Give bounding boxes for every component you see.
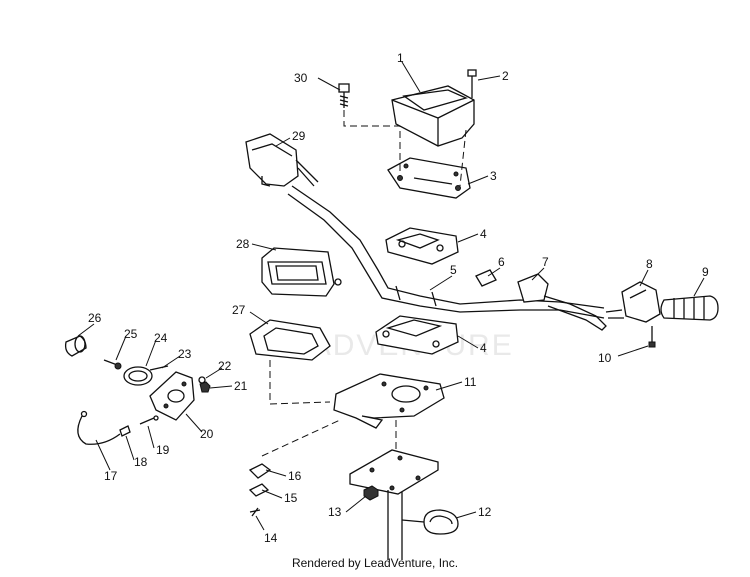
part-1-handlebar-pad bbox=[391, 85, 475, 147]
callout-2: 2 bbox=[502, 69, 509, 83]
part-18-connector bbox=[119, 425, 131, 437]
callout-28: 28 bbox=[236, 237, 250, 251]
part-25-screw bbox=[103, 359, 122, 370]
callout-26: 26 bbox=[88, 311, 102, 325]
part-11-mounting-bracket bbox=[333, 373, 445, 429]
callout-17: 17 bbox=[104, 469, 118, 483]
callout-10: 10 bbox=[598, 351, 612, 365]
callout-12: 12 bbox=[478, 505, 492, 519]
steering-post bbox=[349, 449, 439, 560]
part-13-nut bbox=[363, 485, 379, 501]
callout-9: 9 bbox=[702, 265, 709, 279]
assembly-line-bezel bbox=[269, 360, 331, 405]
part-26-cap bbox=[64, 335, 87, 357]
part-12-clamp bbox=[401, 509, 459, 535]
callout-1: 1 bbox=[397, 51, 404, 65]
callout-23: 23 bbox=[178, 347, 192, 361]
callout-24: 24 bbox=[154, 331, 168, 345]
callout-8: 8 bbox=[646, 257, 653, 271]
callout-25: 25 bbox=[124, 327, 138, 341]
part-21-nut bbox=[199, 381, 211, 393]
part-24-ring bbox=[123, 366, 153, 386]
callout-21: 21 bbox=[234, 379, 248, 393]
callout-7: 7 bbox=[542, 255, 549, 269]
part-2-screw bbox=[467, 69, 477, 98]
assembly-line-clips bbox=[261, 419, 341, 457]
part-23-gasket bbox=[149, 365, 169, 371]
part-4-lower-clamp bbox=[375, 315, 459, 355]
callout-20: 20 bbox=[200, 427, 214, 441]
callout-15: 15 bbox=[284, 491, 298, 505]
callout-3: 3 bbox=[490, 169, 497, 183]
assembly-line-screw-2 bbox=[459, 129, 467, 187]
part-14-pin bbox=[249, 507, 261, 517]
callout-22: 22 bbox=[218, 359, 232, 373]
part-28-speedometer bbox=[261, 247, 342, 297]
part-3-cover-plate bbox=[387, 157, 471, 199]
part-27-bezel bbox=[249, 319, 331, 361]
part-17-wire bbox=[77, 410, 121, 445]
callout-30: 30 bbox=[294, 71, 308, 85]
callout-6: 6 bbox=[498, 255, 505, 269]
part-19-bulb bbox=[139, 415, 159, 425]
callout-18: 18 bbox=[134, 455, 148, 469]
callout-16: 16 bbox=[288, 469, 302, 483]
part-29-left-control-housing bbox=[245, 133, 319, 187]
part-4-upper-clamp bbox=[385, 227, 459, 265]
callout-27: 27 bbox=[232, 303, 246, 317]
callout-11: 11 bbox=[464, 375, 477, 389]
callout-5: 5 bbox=[450, 263, 457, 277]
assembly-line-bolt-30 bbox=[343, 110, 401, 176]
footer-credit: Rendered by LeadVenture, Inc. bbox=[291, 556, 459, 570]
callout-labels: 1 2 30 3 29 4 4 5 6 7 8 9 10 11 12 13 14… bbox=[88, 51, 709, 545]
part-8-throttle-housing bbox=[605, 281, 661, 323]
part-20-indicator-housing bbox=[149, 371, 195, 421]
part-22-washer bbox=[198, 376, 206, 384]
callout-29: 29 bbox=[292, 129, 306, 143]
part-16-clip bbox=[248, 463, 272, 479]
part-9-hand-grip bbox=[660, 295, 719, 321]
part-30-bolt bbox=[338, 83, 350, 108]
callout-4-lower: 4 bbox=[480, 341, 487, 355]
part-7-brake-lever bbox=[517, 273, 607, 331]
part-10-screw bbox=[648, 326, 656, 348]
callout-14: 14 bbox=[264, 531, 278, 545]
callout-13: 13 bbox=[328, 505, 342, 519]
callout-19: 19 bbox=[156, 443, 170, 457]
callout-4-upper: 4 bbox=[480, 227, 487, 241]
leader-lines bbox=[77, 61, 705, 531]
part-15-clip bbox=[248, 483, 270, 497]
